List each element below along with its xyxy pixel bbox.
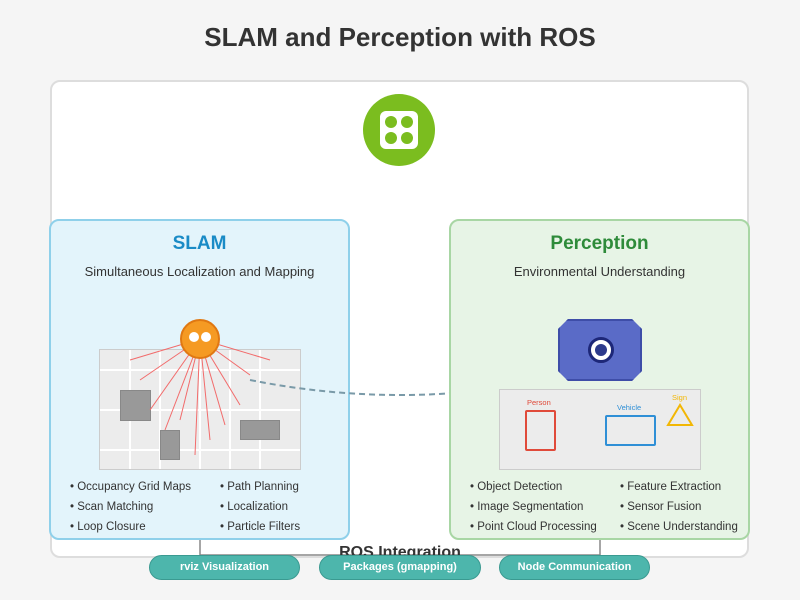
feature-item: Localization [220, 500, 300, 520]
detection-label-person: Person [527, 398, 551, 407]
perception-subtitle: Environmental Understanding [513, 264, 686, 279]
perception-title: Perception [550, 233, 649, 254]
feature-item: Sensor Fusion [620, 500, 738, 520]
feature-item: Object Detection [470, 480, 597, 500]
detection-box-vehicle [605, 415, 656, 446]
slam-title: SLAM [172, 233, 227, 254]
detection-box-person [525, 410, 556, 451]
page-title: SLAM and Perception with ROS [204, 22, 596, 52]
feature-item: Loop Closure [70, 520, 191, 540]
feature-item: Path Planning [220, 480, 300, 500]
slam-features-left: Occupancy Grid Maps Scan Matching Loop C… [70, 480, 191, 540]
feature-item: Point Cloud Processing [470, 520, 597, 540]
occupancy-grid-map [99, 349, 301, 470]
perception-features-right: Feature Extraction Sensor Fusion Scene U… [620, 480, 738, 540]
node-communication-pill: Node Communication [499, 555, 650, 580]
obstacle-block [160, 430, 180, 460]
packages-gmapping-pill: Packages (gmapping) [319, 555, 481, 580]
rviz-visualization-pill: rviz Visualization [149, 555, 300, 580]
perception-features-left: Object Detection Image Segmentation Poin… [470, 480, 597, 540]
slam-subtitle: Simultaneous Localization and Mapping [84, 264, 315, 279]
feature-item: Feature Extraction [620, 480, 738, 500]
ros-logo-icon [363, 94, 435, 166]
camera-icon [558, 319, 642, 381]
robot-icon [180, 319, 220, 359]
feature-item: Scene Understanding [620, 520, 738, 540]
object-detection-view: Person Vehicle Sign [499, 389, 701, 470]
detection-label-vehicle: Vehicle [617, 403, 642, 412]
feature-item: Particle Filters [220, 520, 300, 540]
feature-item: Occupancy Grid Maps [70, 480, 191, 500]
detection-label-sign: Sign [672, 393, 688, 402]
feature-item: Scan Matching [70, 500, 191, 520]
obstacle-block [240, 420, 280, 440]
obstacle-block [120, 390, 151, 421]
sign-triangle-icon [666, 403, 694, 426]
slam-features-right: Path Planning Localization Particle Filt… [220, 480, 300, 540]
feature-item: Image Segmentation [470, 500, 597, 520]
